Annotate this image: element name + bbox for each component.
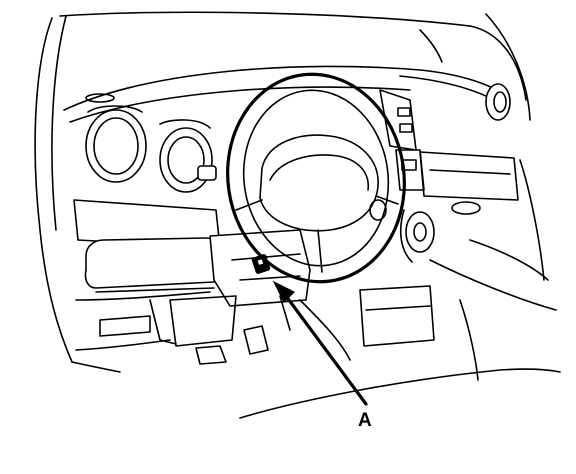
instrument-cluster — [85, 105, 217, 193]
dashboard-top — [63, 65, 511, 123]
callout-label-a: A — [358, 410, 372, 431]
lower-dashboard — [71, 199, 222, 373]
leader-arrowhead — [272, 280, 296, 304]
knee-bolster — [84, 237, 222, 289]
leader-line — [284, 294, 368, 406]
steering-hub — [259, 134, 379, 232]
callout-a: A — [251, 254, 372, 431]
windshield-frame — [34, 11, 531, 363]
side-vent — [485, 83, 511, 121]
steering-wheel — [226, 72, 406, 284]
center-stack — [379, 89, 519, 263]
right-side-panel — [239, 159, 561, 419]
ignition-switch — [197, 165, 217, 181]
